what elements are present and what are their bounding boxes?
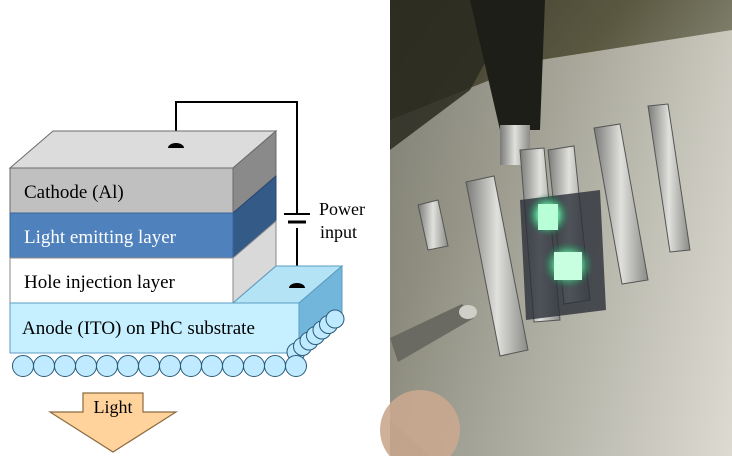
oled-diagram: Cathode (Al) Light emitting layer Hole i… <box>8 101 365 453</box>
wire-cathode <box>175 101 298 214</box>
phc-sphere <box>243 355 265 377</box>
cathode-contact-icon <box>168 143 184 148</box>
anode-contact-icon <box>289 283 305 288</box>
pixel-2 <box>554 252 582 280</box>
phc-sphere <box>159 355 181 377</box>
pixel-1 <box>538 204 558 230</box>
cathode-label: Cathode (Al) <box>24 182 124 203</box>
phc-sphere <box>285 355 307 377</box>
phc-sphere <box>264 355 286 377</box>
phc-sphere <box>33 355 55 377</box>
power-label-line1: Power <box>319 199 365 219</box>
anode-front-face <box>9 302 300 354</box>
anode-label: Anode (ITO) on PhC substrate <box>22 318 255 339</box>
oled-device-photo <box>380 0 732 461</box>
phc-sphere <box>222 355 244 377</box>
emitting-label: Light emitting layer <box>24 227 177 248</box>
anode-layer: Anode (ITO) on PhC substrate <box>9 264 344 355</box>
emitting-front-face <box>9 212 234 259</box>
probe-clip-top-icon <box>470 0 545 130</box>
phc-sphere <box>54 355 76 377</box>
emitting-layer: Light emitting layer <box>9 174 277 260</box>
light-arrow: Light <box>47 392 179 453</box>
phc-sphere <box>138 355 160 377</box>
emitting-pixels <box>526 193 594 289</box>
down-arrow-icon <box>47 392 179 453</box>
hole-label: Hole injection layer <box>24 272 176 293</box>
phc-spheres <box>12 309 345 377</box>
probe-bottom-icon <box>390 304 474 362</box>
finger <box>380 390 460 461</box>
phc-sphere-side <box>325 309 345 329</box>
phc-sphere <box>96 355 118 377</box>
phc-sphere <box>180 355 202 377</box>
phc-sphere <box>117 355 139 377</box>
light-label: Light <box>94 397 133 417</box>
cathode-layer: Cathode (Al) <box>8 129 278 215</box>
power-label-line2: input <box>320 222 357 242</box>
phc-sphere <box>201 355 223 377</box>
phc-sphere <box>75 355 97 377</box>
probe-tip-bottom <box>459 305 477 319</box>
phc-sphere <box>12 355 34 377</box>
cathode-top-face <box>8 130 278 169</box>
